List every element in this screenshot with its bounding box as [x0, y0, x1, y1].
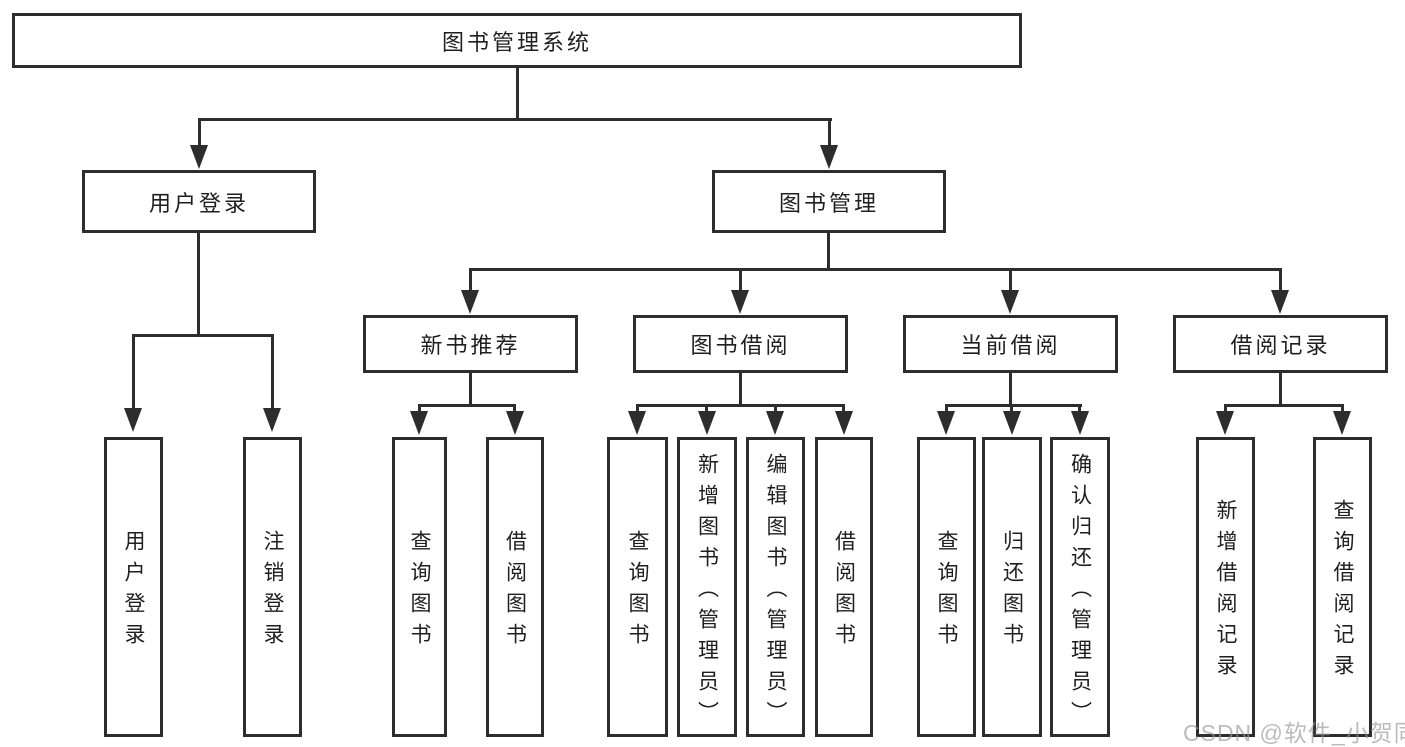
leaf-label: 注销登录: [261, 530, 285, 654]
connector-stem: [469, 373, 472, 407]
arrow-down-icon: [410, 411, 428, 435]
connector-userlogin-stem: [197, 233, 200, 337]
node-label: 图书借阅: [690, 333, 791, 358]
connector-rail: [636, 404, 845, 407]
node-label: 图书管理系统: [441, 29, 592, 55]
connector-arm: [271, 334, 274, 410]
connector-arm: [945, 404, 948, 414]
leaf-label: 归还图书: [1000, 530, 1024, 654]
arrow-down-icon: [731, 290, 749, 314]
connector-rail: [945, 404, 1082, 407]
connector-arm: [636, 404, 639, 414]
node-label: 当前借阅: [960, 333, 1061, 358]
node-label: 图书管理: [778, 190, 879, 216]
arrow-down-icon: [263, 408, 281, 432]
arrow-down-icon: [1071, 411, 1089, 435]
leaf-query-books-recommend: 查询图书: [392, 437, 447, 737]
arrow-down-icon: [1001, 290, 1019, 314]
connector-arm: [739, 268, 742, 292]
leaf-label: 查询图书: [408, 530, 432, 654]
leaf-add-book-admin: 新增图书（管理员）: [677, 437, 737, 737]
leaf-return-books: 归还图书: [982, 437, 1042, 737]
arrow-down-icon: [124, 408, 142, 432]
connector-stem: [739, 373, 742, 407]
leaf-label: 新增借阅记录: [1214, 499, 1238, 685]
node-book-management: 图书管理: [712, 170, 946, 233]
node-current-borrow: 当前借阅: [903, 315, 1118, 373]
leaf-query-books-borrow: 查询图书: [607, 437, 668, 737]
leaf-label: 新增图书（管理员）: [695, 452, 719, 732]
connector-arm: [198, 118, 201, 148]
arrow-down-icon: [1271, 290, 1289, 314]
connector-arm: [1224, 404, 1227, 414]
arrow-down-icon: [1003, 411, 1021, 435]
arrow-down-icon: [698, 411, 716, 435]
connector-arm: [469, 268, 472, 292]
leaf-label: 借阅图书: [503, 530, 527, 654]
leaf-label: 查询图书: [935, 530, 959, 654]
connector-arm: [1010, 404, 1013, 414]
arrow-down-icon: [1333, 411, 1351, 435]
node-borrow-records: 借阅记录: [1173, 315, 1388, 373]
node-label: 借阅记录: [1230, 333, 1331, 358]
node-label: 用户登录: [148, 190, 249, 216]
connector-root-stem: [516, 68, 519, 121]
arrow-down-icon: [766, 411, 784, 435]
leaf-confirm-return-admin: 确认归还（管理员）: [1050, 437, 1110, 737]
node-book-borrow: 图书借阅: [633, 315, 848, 373]
connector-stem: [1009, 373, 1012, 407]
leaf-label: 借阅图书: [832, 530, 856, 654]
connector-arm: [513, 404, 516, 414]
node-label: 新书推荐: [420, 333, 521, 358]
connector-arm: [1341, 404, 1344, 414]
leaf-user-login: 用户登录: [104, 437, 163, 737]
arrow-down-icon: [937, 411, 955, 435]
connector-rail: [418, 404, 516, 407]
leaf-query-borrow-record: 查询借阅记录: [1313, 437, 1372, 737]
connector-arm: [132, 334, 135, 410]
arrow-down-icon: [506, 411, 524, 435]
connector-stem: [1279, 373, 1282, 407]
connector-arm: [705, 404, 708, 414]
connector-bookmgmt-stem: [827, 233, 830, 271]
node-new-book-recommend: 新书推荐: [363, 315, 578, 373]
connector-arm: [1279, 268, 1282, 292]
connector-arm: [828, 118, 831, 148]
arrow-down-icon: [820, 145, 838, 169]
arrow-down-icon: [190, 145, 208, 169]
csdn-watermark: CSDN @软件_小贺同学: [1183, 720, 1405, 746]
arrow-down-icon: [461, 290, 479, 314]
connector-root-rail: [198, 118, 832, 121]
leaf-label: 确认归还（管理员）: [1068, 452, 1092, 732]
connector-arm: [1078, 404, 1081, 414]
leaf-label: 查询图书: [626, 530, 650, 654]
arrow-down-icon: [835, 411, 853, 435]
leaf-borrow-books-recommend: 借阅图书: [486, 437, 544, 737]
connector-arm: [1009, 268, 1012, 292]
connector-rail: [1224, 404, 1344, 407]
leaf-label: 用户登录: [122, 530, 146, 654]
leaf-logout: 注销登录: [243, 437, 302, 737]
connector-arm: [774, 404, 777, 414]
leaf-edit-book-admin: 编辑图书（管理员）: [746, 437, 805, 737]
connector-arm: [418, 404, 421, 414]
leaf-borrow-books: 借阅图书: [815, 437, 873, 737]
leaf-add-borrow-record: 新增借阅记录: [1196, 437, 1255, 737]
node-user-login: 用户登录: [82, 170, 316, 233]
connector-userlogin-rail: [132, 334, 274, 337]
leaf-label: 查询借阅记录: [1331, 499, 1355, 685]
leaf-label: 编辑图书（管理员）: [764, 452, 788, 732]
connector-bookmgmt-rail: [469, 268, 1282, 271]
arrow-down-icon: [1216, 411, 1234, 435]
connector-arm: [842, 404, 845, 414]
node-root-library-system: 图书管理系统: [12, 13, 1022, 68]
leaf-query-books-current: 查询图书: [917, 437, 976, 737]
arrow-down-icon: [628, 411, 646, 435]
